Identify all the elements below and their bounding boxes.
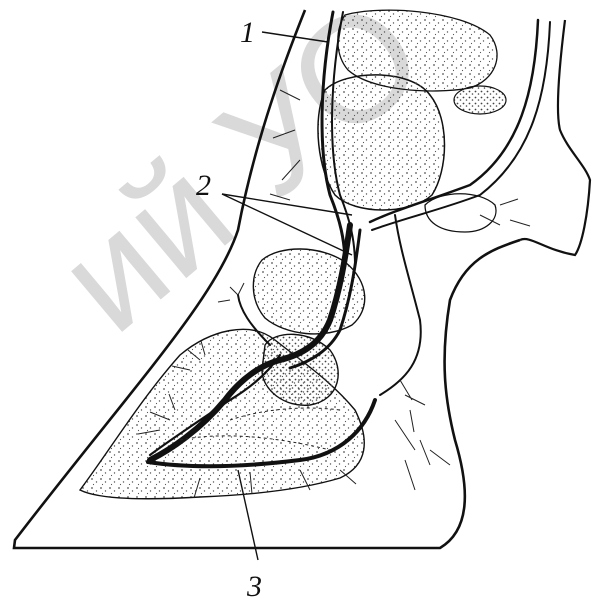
- long-pastern-bone: [318, 75, 445, 210]
- small-oval-bone: [454, 86, 506, 114]
- short-pastern-bone: [253, 249, 364, 334]
- coronary-skin-contour: [520, 20, 590, 255]
- callout-label-1: 1: [240, 16, 255, 49]
- callout-label-2: 2: [196, 169, 211, 202]
- cartilage: [425, 194, 496, 232]
- upper-bone: [338, 10, 497, 91]
- callout-label-3: 3: [246, 570, 262, 603]
